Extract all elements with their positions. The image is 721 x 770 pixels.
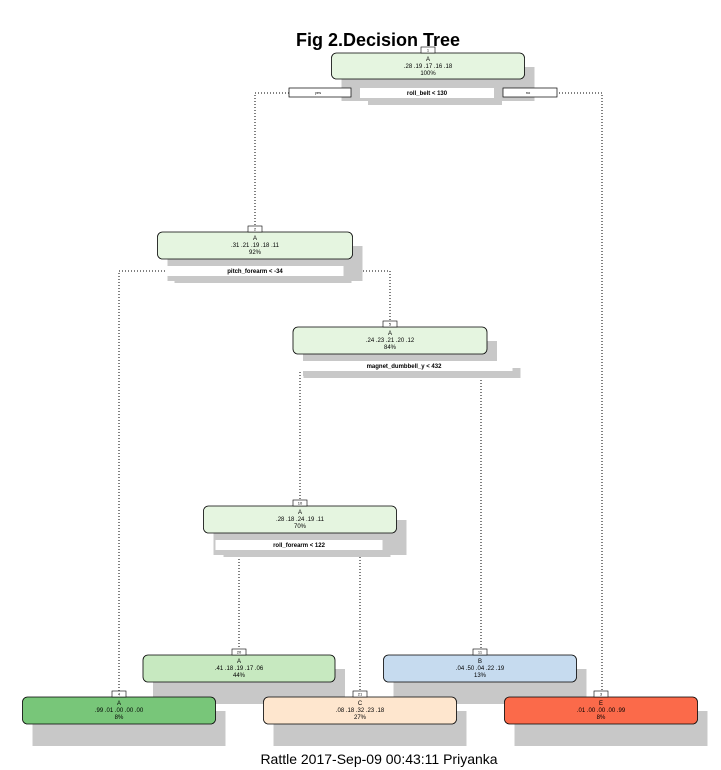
node-percentage: 100% (420, 71, 436, 77)
split-label: pitch_forearm < -34 (227, 269, 283, 275)
branch-labels: yes no (288, 87, 558, 98)
no-box (502, 87, 558, 98)
node-id-tab (472, 648, 488, 656)
split-shadow (223, 547, 391, 557)
split-box (215, 540, 383, 550)
split-label: magnet_dumbbell_y < 432 (367, 364, 443, 370)
node-percentage: 70% (294, 524, 307, 530)
node-probabilities: .41 .18 .19 .17 .06 (215, 666, 264, 672)
node-probabilities: .01 .00 .00 .00 .99 (577, 708, 626, 714)
node-probabilities: .99 .01 .00 .00 .00 (95, 708, 144, 714)
node-percentage: 27% (354, 715, 367, 721)
split-label: roll_forearm < 122 (273, 543, 326, 549)
yes-label: yes (315, 90, 321, 95)
split-box (166, 266, 344, 276)
split-box (360, 88, 494, 98)
yes-box (288, 87, 352, 98)
node-percentage: 8% (597, 715, 606, 721)
node-percentage: 92% (249, 250, 262, 256)
no-label: no (526, 90, 531, 95)
split-label: roll_belt < 130 (407, 91, 448, 97)
tree-edge (390, 365, 482, 649)
node-id: 2 (254, 227, 257, 232)
caption: Rattle 2017-Sep-09 00:43:11 Priyanka (260, 751, 497, 767)
tree-edge (238, 544, 300, 649)
node-class: B (478, 659, 482, 665)
node-class: E (599, 701, 603, 707)
split-shadow (303, 368, 521, 378)
node-id-tab (292, 499, 308, 507)
node-percentage: 44% (233, 673, 246, 679)
node-percentage: 13% (474, 673, 487, 679)
tree-edge (118, 270, 255, 691)
node-class: A (298, 510, 302, 516)
node-id: 5 (389, 322, 392, 327)
node-id-tab (352, 690, 368, 698)
node-percentage: 84% (384, 345, 397, 351)
tree-edges (118, 92, 603, 691)
node-class: A (426, 57, 430, 63)
node-id: 11 (478, 650, 483, 655)
node-id-tab (231, 648, 247, 656)
tree-edge (299, 365, 390, 500)
node-probabilities: .28 .18 .24 .19 .11 (276, 517, 325, 523)
node-class: A (117, 701, 121, 707)
node-class: A (253, 236, 257, 242)
node-id: 4 (118, 692, 121, 697)
diagram-title: Fig 2.Decision Tree (296, 30, 460, 50)
node-id: 10 (298, 501, 303, 506)
node-probabilities: .24 .23 .21 .20 .12 (366, 338, 415, 344)
node-id: 3 (600, 692, 603, 697)
tree-node-3: 3E.01 .00 .00 .00 .998% (504, 690, 708, 746)
node-probabilities: .28 .19 .17 .16 .18 (404, 64, 453, 70)
split-shadow (174, 273, 352, 283)
tree-edge (427, 92, 603, 691)
node-class: A (237, 659, 241, 665)
node-id-tab (420, 46, 436, 54)
node-id-tab (247, 225, 263, 233)
node-id: 21 (358, 692, 363, 697)
node-class: C (358, 701, 363, 707)
node-id-tab (593, 690, 609, 698)
tree-edge (254, 92, 427, 226)
node-probabilities: .31 .21 .19 .18 .11 (231, 243, 280, 249)
node-probabilities: .04 .50 .04 .22 .19 (456, 666, 505, 672)
tree-node-4: 4A.99 .01 .00 .00 .008% (22, 690, 226, 746)
node-probabilities: .08 .18 .32 .23 .18 (336, 708, 385, 714)
split-box (295, 361, 513, 371)
node-class: A (388, 331, 392, 337)
node-id: 20 (237, 650, 242, 655)
node-id-tab (111, 690, 127, 698)
node-id: 1 (427, 48, 430, 53)
split-shadow (368, 95, 502, 105)
node-id-tab (382, 320, 398, 328)
node-percentage: 8% (115, 715, 124, 721)
